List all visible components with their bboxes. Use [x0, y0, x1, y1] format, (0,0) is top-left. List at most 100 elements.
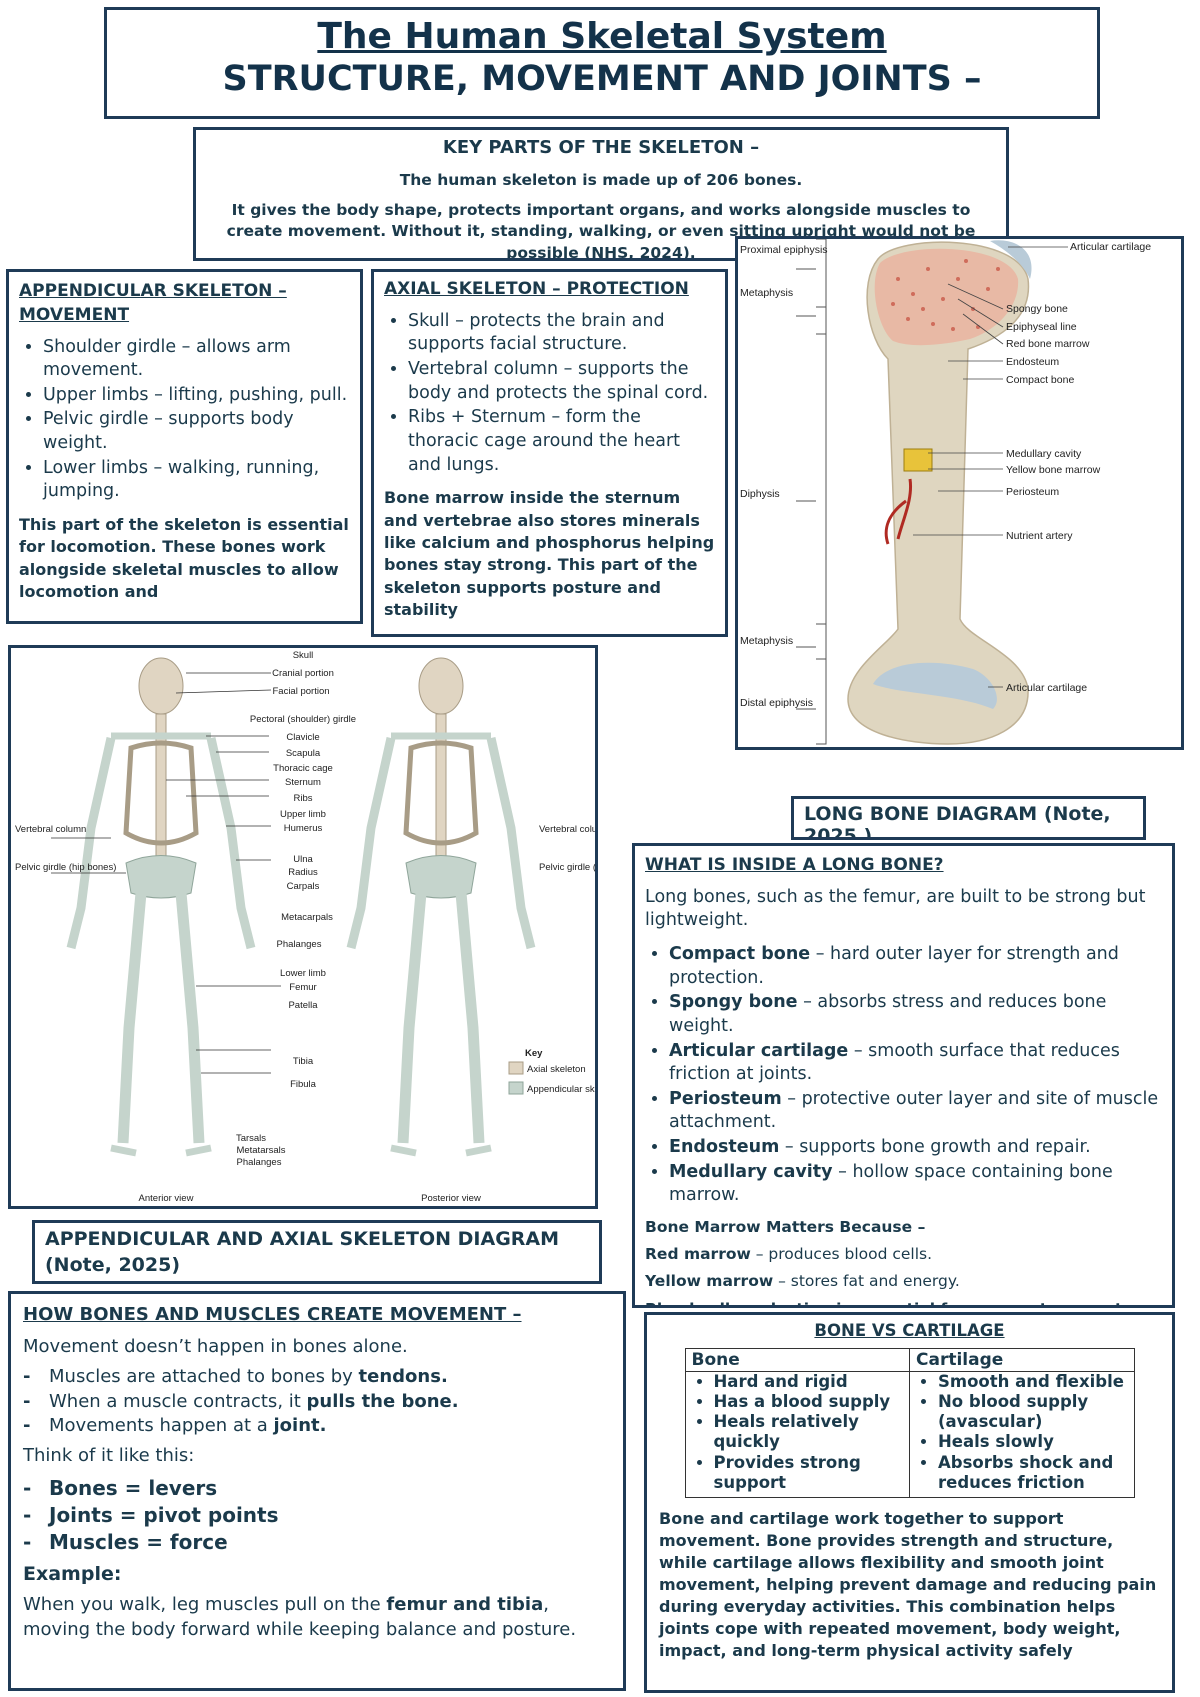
movement-intro: Movement doesn’t happen in bones alone. — [23, 1336, 408, 1358]
list-item: Articular cartilage – smooth surface tha… — [669, 1040, 1162, 1087]
key-appendicular-label: Appendicular skeleton — [527, 1084, 595, 1095]
table-header-cartilage: Cartilage — [909, 1348, 1135, 1372]
label-epiphyseal-line: Epiphyseal line — [1006, 321, 1077, 333]
key-parts-heading: KEY PARTS OF THE SKELETON – — [442, 137, 760, 158]
posterior-view-label: Posterior view — [421, 1193, 481, 1204]
list-item: Skull – protects the brain and supports … — [408, 310, 715, 357]
cartilage-heading: BONE VS CARTILAGE — [814, 1321, 1005, 1340]
appendicular-summary: This part of the skeleton is essential f… — [19, 514, 349, 602]
skeleton-side-label: Vertebral column — [539, 824, 595, 835]
list-item: Periosteum – protective outer layer and … — [669, 1088, 1162, 1135]
label-metaphysis-top: Metaphysis — [740, 287, 793, 299]
skeleton-label: Humerus — [284, 823, 323, 834]
think-line: Think of it like this: — [23, 1445, 195, 1467]
example-heading: Example: — [23, 1562, 122, 1585]
list-item: Joints = pivot points — [23, 1502, 611, 1529]
analogy-list: Bones = levers Joints = pivot points Mus… — [23, 1475, 611, 1556]
list-item: Has a blood supply — [714, 1392, 904, 1412]
yellow-marrow-line: Yellow marrow – stores fat and energy. — [645, 1272, 960, 1291]
skeleton-label: Carpals — [287, 881, 320, 892]
label-diphysis: Diphysis — [740, 488, 780, 500]
long-bone-svg: Proximal epiphysis Metaphysis Diphysis M… — [740, 239, 1151, 745]
skeleton-label: Scapula — [286, 748, 321, 759]
skeleton-label: Femur — [289, 982, 316, 993]
list-item: Lower limbs – walking, running, jumping. — [43, 457, 350, 504]
list-item: Shoulder girdle – allows arm movement. — [43, 336, 350, 383]
skeleton-label: Cranial portion — [272, 668, 334, 679]
list-item: Hard and rigid — [714, 1372, 904, 1392]
skeleton-label: Radius — [288, 867, 318, 878]
appendicular-box: APPENDICULAR SKELETON – MOVEMENT Shoulde… — [6, 269, 363, 624]
skeleton-label: Ulna — [293, 854, 313, 865]
list-item: Smooth and flexible — [938, 1372, 1128, 1392]
skeleton-side-label: Pelvic girdle (hip bones) — [539, 862, 595, 873]
axial-list: Skull – protects the brain and supports … — [384, 310, 715, 477]
skeleton-label: Lower limb — [280, 968, 326, 979]
label-articular-cartilage-bottom: Articular cartilage — [1006, 682, 1087, 694]
skeleton-label: Upper limb — [280, 809, 326, 820]
key-title: Key — [525, 1048, 543, 1059]
list-item: Spongy bone – absorbs stress and reduces… — [669, 991, 1162, 1038]
axial-heading: AXIAL SKELETON – PROTECTION — [384, 279, 689, 299]
skeleton-svg: Skull Cranial portion Facial portion Pec… — [15, 650, 595, 1204]
movement-box: HOW BONES AND MUSCLES CREATE MOVEMENT – … — [8, 1291, 626, 1691]
long-bone-caption: LONG BONE DIAGRAM (Note, 2025 ) — [791, 796, 1146, 840]
label-red-bone-marrow: Red bone marrow — [1006, 338, 1090, 350]
page-subtitle: STRUCTURE, MOVEMENT AND JOINTS – — [222, 59, 982, 99]
skeleton-label: Fibula — [290, 1079, 317, 1090]
skeleton-side-label: Vertebral column — [15, 824, 86, 835]
key-parts-line2: It gives the body shape, protects import… — [226, 200, 976, 261]
list-item: Provides strong support — [714, 1453, 904, 1493]
list-item: When a muscle contracts, it pulls the bo… — [23, 1390, 611, 1415]
label-periosteum: Periosteum — [1006, 486, 1059, 498]
skeleton-label: Tibia — [293, 1056, 314, 1067]
axial-summary: Bone marrow inside the sternum and verte… — [384, 488, 715, 620]
inside-list: Compact bone – hard outer layer for stre… — [645, 943, 1162, 1208]
skeleton-label: Ribs — [293, 793, 312, 804]
list-item: Endosteum – supports bone growth and rep… — [669, 1136, 1162, 1160]
posterior-skeleton — [346, 657, 536, 1157]
list-item: Pelvic girdle – supports body weight. — [43, 408, 350, 455]
key-parts-line1: The human skeleton is made up of 206 bon… — [399, 171, 803, 189]
movement-steps: Muscles are attached to bones by tendons… — [23, 1365, 611, 1438]
key-parts-box: KEY PARTS OF THE SKELETON – The human sk… — [193, 127, 1009, 261]
list-item: Muscles are attached to bones by tendons… — [23, 1365, 611, 1390]
table-cell-cartilage: Smooth and flexible No blood supply (ava… — [909, 1371, 1135, 1498]
anterior-view-label: Anterior view — [139, 1193, 194, 1204]
skeleton-label: Metatarsals — [236, 1145, 285, 1156]
label-metaphysis-bottom: Metaphysis — [740, 635, 793, 647]
label-articular-cartilage-top: Articular cartilage — [1070, 241, 1151, 253]
anterior-skeleton — [66, 657, 256, 1157]
skeleton-label: Thoracic cage — [273, 763, 333, 774]
label-distal-epiphysis: Distal epiphysis — [740, 697, 813, 709]
label-nutrient-artery: Nutrient artery — [1006, 530, 1073, 542]
list-item: Bones = levers — [23, 1475, 611, 1502]
skeleton-label: Skull — [293, 650, 314, 661]
list-item: Heals relatively quickly — [714, 1412, 904, 1452]
list-item: Ribs + Sternum – form the thoracic cage … — [408, 406, 715, 477]
red-marrow-line: Red marrow – produces blood cells. — [645, 1245, 933, 1264]
skeleton-label: Phalanges — [277, 939, 322, 950]
inside-heading: WHAT IS INSIDE A LONG BONE? — [645, 855, 944, 875]
list-item: Compact bone – hard outer layer for stre… — [669, 943, 1162, 990]
table-header-bone: Bone — [684, 1348, 910, 1372]
inside-intro: Long bones, such as the femur, are built… — [645, 886, 1146, 931]
list-item: No blood supply (avascular) — [938, 1392, 1128, 1432]
skeleton-label: Patella — [288, 1000, 318, 1011]
axial-box: AXIAL SKELETON – PROTECTION Skull – prot… — [371, 269, 728, 637]
list-item: Upper limbs – lifting, pushing, pull. — [43, 384, 350, 408]
marrow-heading: Bone Marrow Matters Because – — [645, 1217, 926, 1236]
skeleton-label: Metacarpals — [281, 912, 333, 923]
list-item: Vertebral column – supports the body and… — [408, 358, 715, 405]
movement-heading: HOW BONES AND MUSCLES CREATE MOVEMENT – — [23, 1304, 522, 1325]
list-item: Movements happen at a joint. — [23, 1414, 611, 1439]
appendicular-heading: APPENDICULAR SKELETON – MOVEMENT — [19, 281, 287, 325]
label-yellow-bone-marrow: Yellow bone marrow — [1006, 464, 1101, 476]
key-axial-label: Axial skeleton — [527, 1064, 586, 1075]
list-item: Absorbs shock and reduces friction — [938, 1453, 1128, 1493]
example-text: When you walk, leg muscles pull on the f… — [23, 1594, 577, 1640]
skeleton-figure: Skull Cranial portion Facial portion Pec… — [8, 645, 598, 1209]
label-compact-bone: Compact bone — [1006, 374, 1074, 386]
skeleton-label: Tarsals — [236, 1133, 266, 1144]
skeleton-side-label: Pelvic girdle (hip bones) — [15, 862, 116, 873]
